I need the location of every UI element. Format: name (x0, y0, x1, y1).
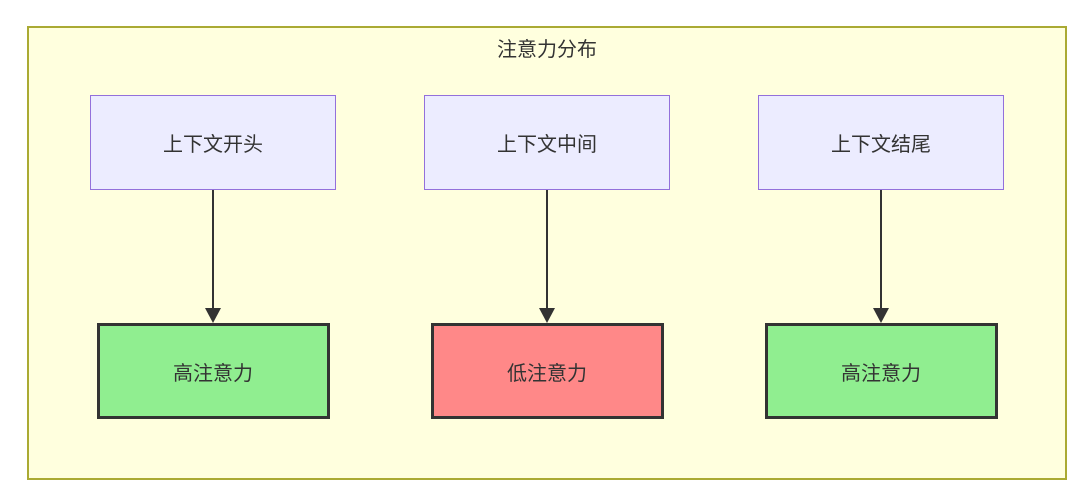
arrowhead-icon (539, 308, 555, 323)
arrow-line (880, 190, 882, 309)
arrow-line (546, 190, 548, 309)
attention-distribution-diagram: 注意力分布 上下文开头 高注意力 上下文中间 低注意力 上下文结尾 高注意 (27, 26, 1067, 480)
arrow-down-icon (873, 190, 889, 323)
diagram-title: 注意力分布 (497, 39, 597, 61)
node-context-middle: 上下文中间 (424, 95, 670, 190)
node-attention-result-start: 高注意力 (96, 323, 330, 419)
column-context-middle: 上下文中间 低注意力 (424, 95, 670, 419)
arrow-down-icon (539, 190, 555, 323)
node-context-end: 上下文结尾 (758, 95, 1004, 190)
arrowhead-icon (205, 308, 221, 323)
arrow-line (212, 190, 214, 309)
column-context-start: 上下文开头 高注意力 (90, 95, 336, 419)
arrowhead-icon (873, 308, 889, 323)
column-context-end: 上下文结尾 高注意力 (758, 95, 1004, 419)
node-attention-result-end: 高注意力 (764, 323, 998, 419)
arrow-down-icon (205, 190, 221, 323)
node-attention-result-middle: 低注意力 (430, 323, 664, 419)
diagram-columns: 上下文开头 高注意力 上下文中间 低注意力 上下文结尾 高注意力 (29, 95, 1065, 419)
node-context-start: 上下文开头 (90, 95, 336, 190)
